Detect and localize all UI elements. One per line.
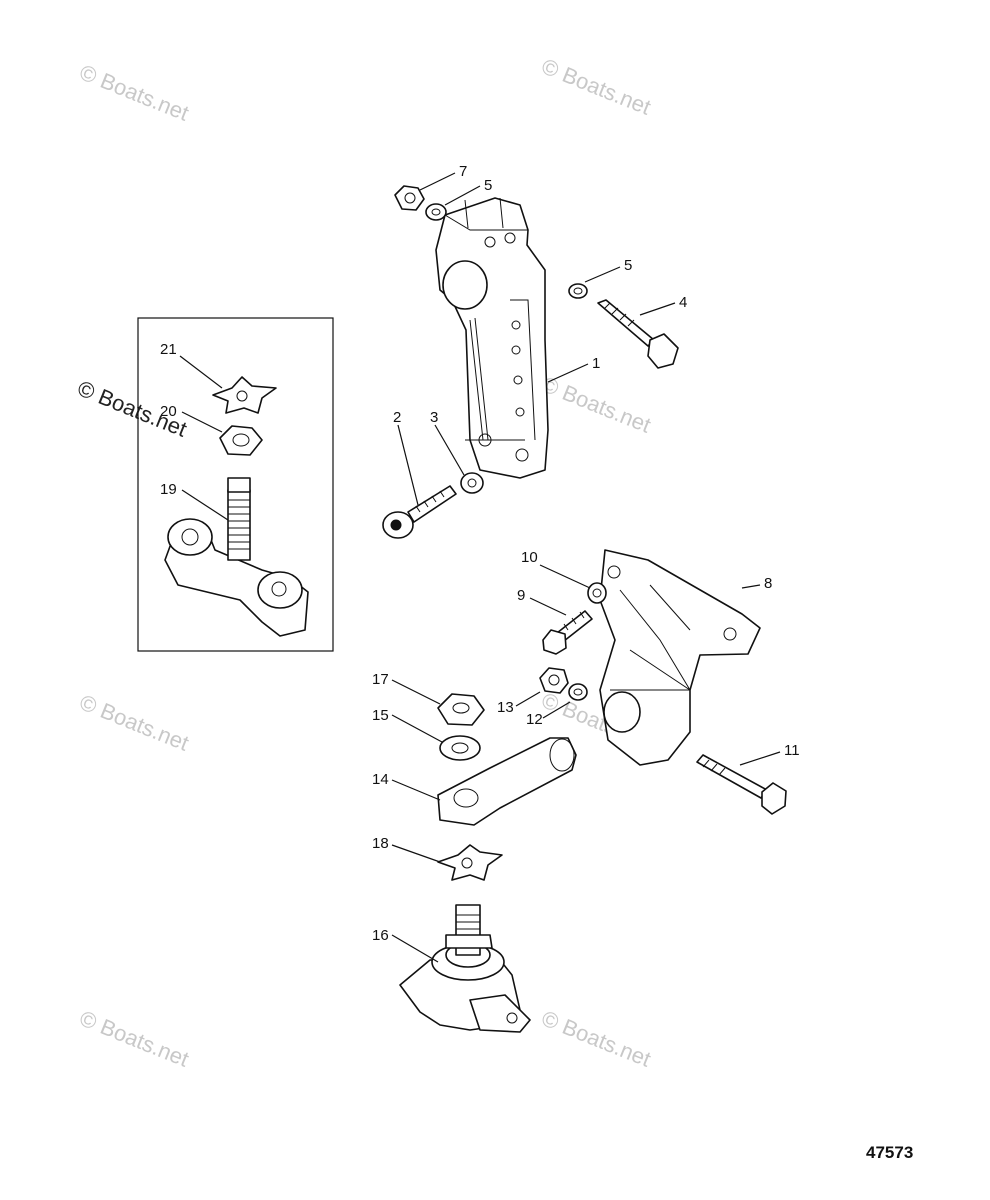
part-7-nut [394,185,425,211]
part-21-retaining-clip [212,376,277,414]
watermark: © Boats.net [76,1005,192,1071]
watermark: © Boats.net [538,371,654,437]
callout-10: 10 [521,549,538,566]
part-5-lock-washer-top [425,203,447,221]
callout-19: 19 [160,481,177,498]
part-2-socket-bolt [382,485,457,539]
callout-5: 5 [624,257,632,274]
part-17-nut [437,693,485,726]
callout-12: 12 [526,711,543,728]
part-8-mount-bracket [599,549,761,766]
callout-20: 20 [160,403,177,420]
callout-2: 2 [393,409,401,426]
callout-13: 13 [497,699,514,716]
callout-14: 14 [372,771,389,788]
callout-1: 1 [592,355,600,372]
part-14-link [437,737,577,826]
watermark: © Boats.net [538,53,654,119]
callout-15: 15 [372,707,389,724]
callout-9: 9 [517,587,525,604]
part-1-upper-bracket [435,197,549,479]
part-10-lock-washer [587,582,607,604]
part-12-lock-washer [568,683,588,701]
callout-5: 5 [484,177,492,194]
diagram-number: 47573 [866,1143,913,1162]
callout-21: 21 [160,341,177,358]
part-11-bolt [696,754,787,815]
part-19-link-with-stud [164,477,309,637]
callout-3: 3 [430,409,438,426]
watermark: © Boats.net [538,1005,654,1071]
part-9-bolt [542,610,593,655]
callout-18: 18 [372,835,389,852]
callout-16: 16 [372,927,389,944]
callout-11: 11 [784,742,800,759]
watermark: © Boats.net [76,59,192,125]
part-3-lock-washer [460,472,484,494]
watermark: © Boats.net [76,689,192,755]
callout-7: 7 [459,163,467,180]
part-18-retaining-clip [437,844,503,881]
watermarks: © Boats.net © Boats.net © Boats.net © Bo… [74,53,654,1071]
part-16-rubber-mount [399,904,531,1033]
callouts: 7 5 5 4 1 2 3 10 9 8 13 12 11 17 15 14 1… [160,163,800,944]
part-5-lock-washer-right [568,283,588,299]
part-20-nut [219,425,263,456]
part-13-nut [539,667,569,694]
part-15-lock-washer [439,735,481,761]
leader-lines [179,172,781,963]
callout-4: 4 [679,294,687,311]
callout-17: 17 [372,671,389,688]
part-4-bolt [597,299,679,369]
callout-8: 8 [764,575,772,592]
inset-frame [137,317,334,652]
